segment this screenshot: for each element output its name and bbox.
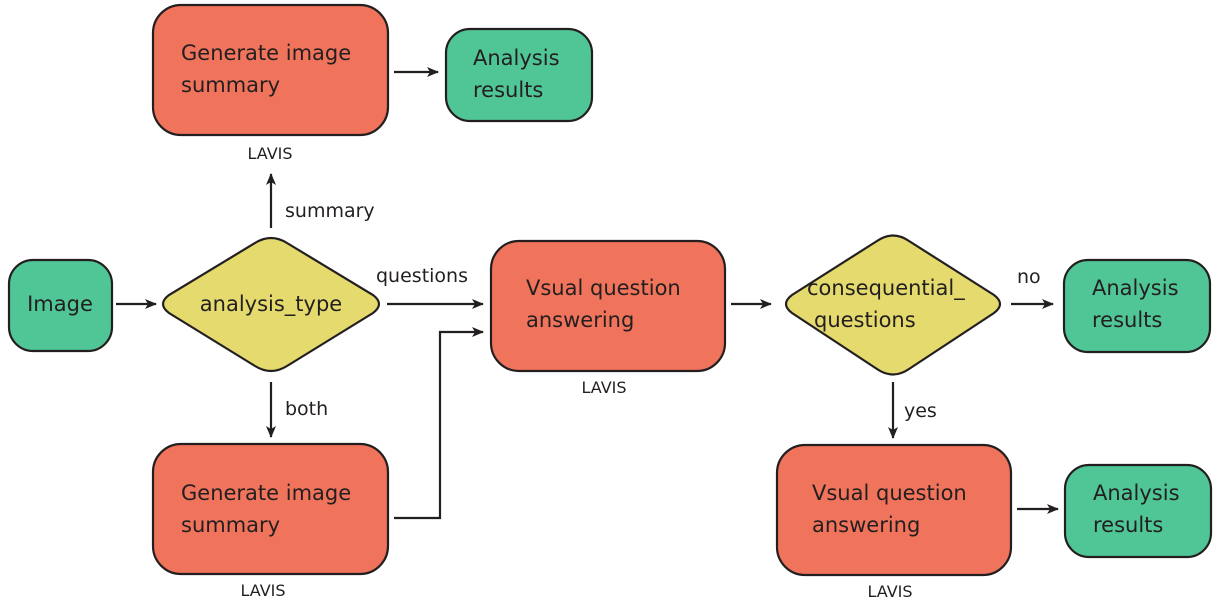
node-vqa-middle-line-1: Vsual question [526, 276, 681, 300]
node-consequential-questions-shape [784, 234, 1002, 376]
node-results-top-shape [444, 27, 594, 123]
node-vqa-bottom: Vsual question answering LAVIS [775, 443, 1013, 601]
node-results-bottom-shape [1063, 463, 1213, 559]
node-results-middle-line-2: results [1092, 308, 1162, 332]
node-consequential-questions-line-2: questions [814, 308, 916, 332]
node-vqa-middle-tag: LAVIS [581, 378, 626, 397]
node-results-middle-shape [1062, 258, 1212, 354]
node-results-bottom-line-1: Analysis [1093, 481, 1180, 505]
node-vqa-bottom-tag: LAVIS [867, 582, 912, 601]
node-results-middle: Analysis results [1062, 258, 1212, 354]
edge-label-yes: yes [904, 400, 937, 422]
node-summary-bottom-tag: LAVIS [240, 581, 285, 600]
edge-label-questions: questions [376, 265, 468, 287]
node-summary-top-tag: LAVIS [247, 144, 292, 163]
edge-label-no: no [1017, 266, 1041, 288]
node-summary-bottom-line-2: summary [181, 513, 280, 537]
node-results-bottom-line-2: results [1093, 513, 1163, 537]
node-summary-bottom: Generate image summary LAVIS [151, 442, 390, 600]
node-summary-top-line-1: Generate image [181, 41, 351, 65]
node-summary-top: Generate image summary LAVIS [151, 3, 390, 163]
node-results-top-line-1: Analysis [473, 46, 560, 70]
node-results-top: Analysis results [444, 27, 594, 123]
edge-summary-bottom-to-vqa [394, 327, 484, 520]
node-vqa-bottom-line-1: Vsual question [812, 481, 967, 505]
node-summary-top-shape [151, 3, 390, 137]
node-summary-bottom-line-1: Generate image [181, 481, 351, 505]
edge-label-summary: summary [285, 200, 375, 222]
node-summary-top-line-2: summary [181, 73, 280, 97]
node-image-label: Image [27, 292, 93, 316]
node-consequential-questions: consequential_ questions [784, 234, 1002, 376]
node-analysis-type-label: analysis_type [200, 292, 342, 317]
node-vqa-bottom-shape [775, 443, 1013, 577]
node-consequential-questions-line-1: consequential_ [807, 276, 965, 301]
node-summary-bottom-shape [151, 442, 390, 576]
node-results-bottom: Analysis results [1063, 463, 1213, 559]
edge-label-both: both [285, 398, 328, 420]
node-vqa-middle-shape [489, 239, 727, 373]
node-image-shape [7, 258, 114, 353]
node-vqa-middle-line-2: answering [526, 308, 634, 332]
node-analysis-type: analysis_type [161, 236, 381, 373]
node-analysis-type-shape [161, 236, 381, 373]
node-vqa-bottom-line-2: answering [812, 513, 920, 537]
node-results-top-line-2: results [473, 78, 543, 102]
node-results-middle-line-1: Analysis [1092, 276, 1179, 300]
node-image: Image [7, 258, 114, 353]
node-vqa-middle: Vsual question answering LAVIS [489, 239, 727, 397]
